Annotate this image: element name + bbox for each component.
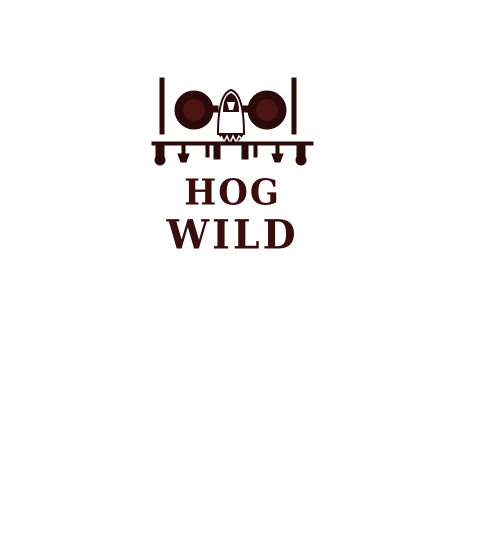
headline-hog: HOG: [184, 172, 281, 214]
headline-wild: WILD: [166, 210, 299, 259]
a10-warthog-illustration: [151, 77, 314, 166]
shirt-artwork: HOG WILD: [150, 72, 315, 262]
